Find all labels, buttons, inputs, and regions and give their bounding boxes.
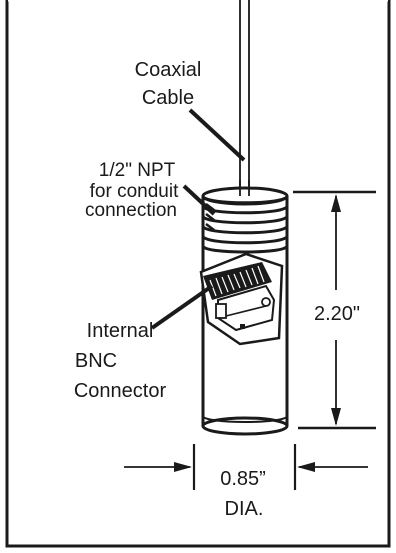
coaxial-cable: [239, 0, 250, 192]
label-diameter-value: 0.85”: [220, 468, 266, 490]
label-thread-line3: connection: [85, 200, 177, 221]
label-diameter-unit: DIA.: [225, 498, 264, 520]
label-cable-line1: Coaxial: [135, 59, 202, 81]
label-thread-line1: 1/2" NPT: [99, 160, 176, 181]
bnc-cutaway: [199, 252, 284, 346]
label-bnc-line3: Connector: [74, 380, 167, 402]
diameter-dimension: [124, 444, 368, 490]
thread-shading: [205, 203, 215, 231]
leader-lines: [150, 108, 246, 330]
label-cable-line2: Cable: [142, 87, 194, 109]
label-bnc-line1: Internal: [87, 320, 154, 342]
cable-entry: [239, 180, 250, 196]
label-thread-line2: for conduit: [90, 181, 179, 202]
diagram-border: [5, 0, 391, 548]
label-height-dimension: 2.20": [314, 303, 360, 325]
height-dimension: [293, 190, 376, 430]
label-bnc-line2: BNC: [75, 350, 117, 372]
npt-thread: [201, 186, 289, 246]
